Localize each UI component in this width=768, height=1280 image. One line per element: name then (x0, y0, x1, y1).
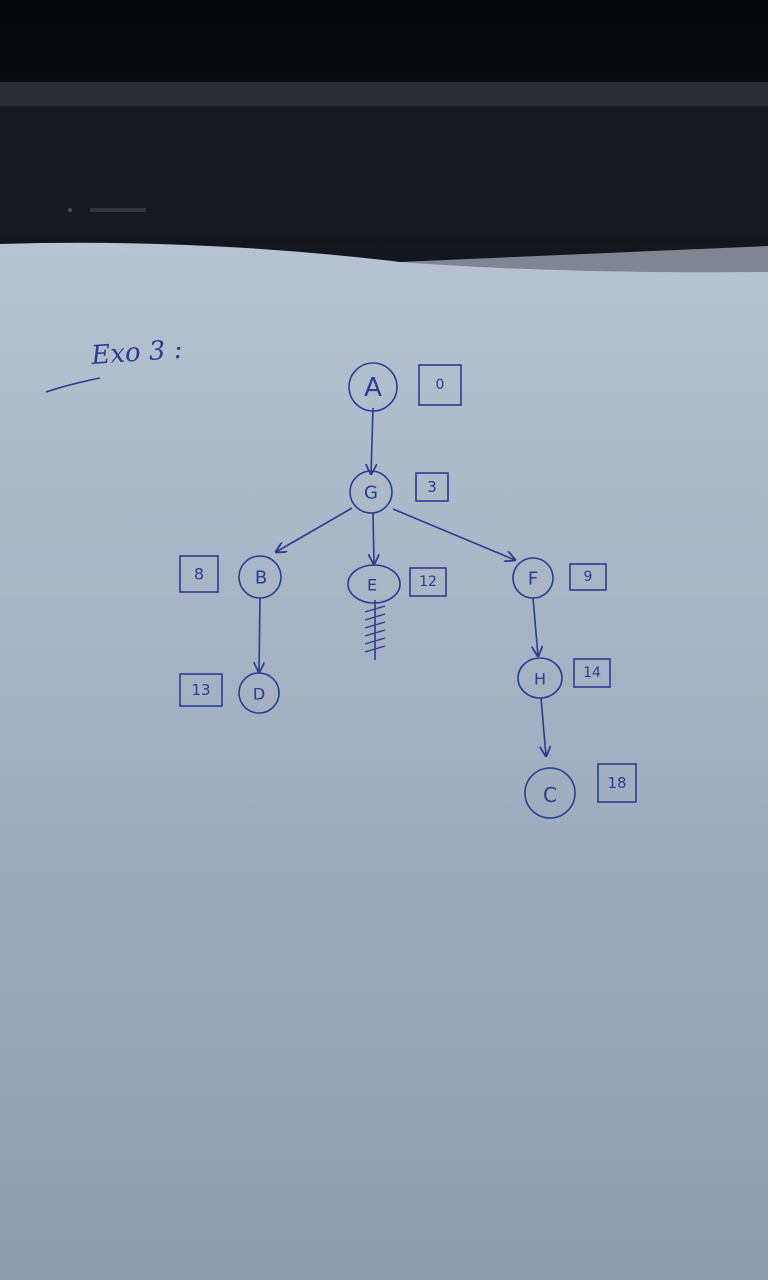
cost-box-d (179, 673, 223, 707)
node-e-label: E (367, 576, 377, 595)
node-c-circle (524, 767, 576, 819)
cost-a-label: 0 (436, 377, 445, 393)
node-g-label: G (364, 483, 378, 504)
edge-b-d (259, 597, 260, 672)
cost-box-f (569, 563, 607, 591)
cost-box-b (179, 555, 219, 593)
cost-box-c (597, 763, 637, 803)
heading-underline (45, 377, 101, 393)
cost-box-e (409, 567, 447, 597)
node-a-label: A (364, 373, 382, 403)
cost-e-label: 12 (419, 574, 437, 590)
edge-g-e (373, 512, 374, 564)
cost-h-label: 14 (583, 665, 601, 681)
node-d-label: D (253, 685, 265, 704)
edge-f-h (533, 597, 538, 656)
monitor-bezel (0, 106, 768, 236)
edge-a-g (371, 407, 373, 474)
cost-f-label: 9 (584, 569, 593, 585)
paper-sheet (0, 242, 768, 1280)
edge-h-c (541, 697, 546, 756)
node-b-circle (238, 555, 282, 599)
edge-g-b (276, 507, 353, 552)
node-b-label: B (255, 568, 267, 589)
node-e-circle (347, 564, 401, 604)
cost-d-label: 13 (191, 681, 210, 699)
monitor-power-light (68, 208, 72, 212)
cost-box-a (418, 364, 462, 406)
cost-boxes (179, 364, 637, 803)
cost-box-h (573, 658, 611, 688)
node-h-label: H (534, 670, 546, 689)
cost-g-label: 3 (427, 478, 437, 496)
node-a-circle (348, 362, 398, 412)
cost-box-g (415, 472, 449, 502)
cost-b-label: 8 (194, 565, 204, 584)
cost-c-label: 18 (607, 774, 626, 792)
e-cutoff-scribble (364, 605, 386, 653)
node-f-circle (512, 557, 554, 599)
node-f-label: F (528, 569, 538, 590)
monitor-indicator (90, 208, 146, 212)
node-c-label: C (543, 783, 557, 807)
node-g-circle (349, 470, 393, 514)
node-h-circle (517, 657, 563, 699)
node-d-circle (238, 672, 280, 714)
tree-nodes (238, 362, 576, 819)
tree-edges (259, 407, 546, 756)
edge-g-f (392, 508, 515, 560)
exercise-heading: Exo 3 : (89, 335, 183, 371)
monitor-bezel-highlight (0, 82, 768, 106)
